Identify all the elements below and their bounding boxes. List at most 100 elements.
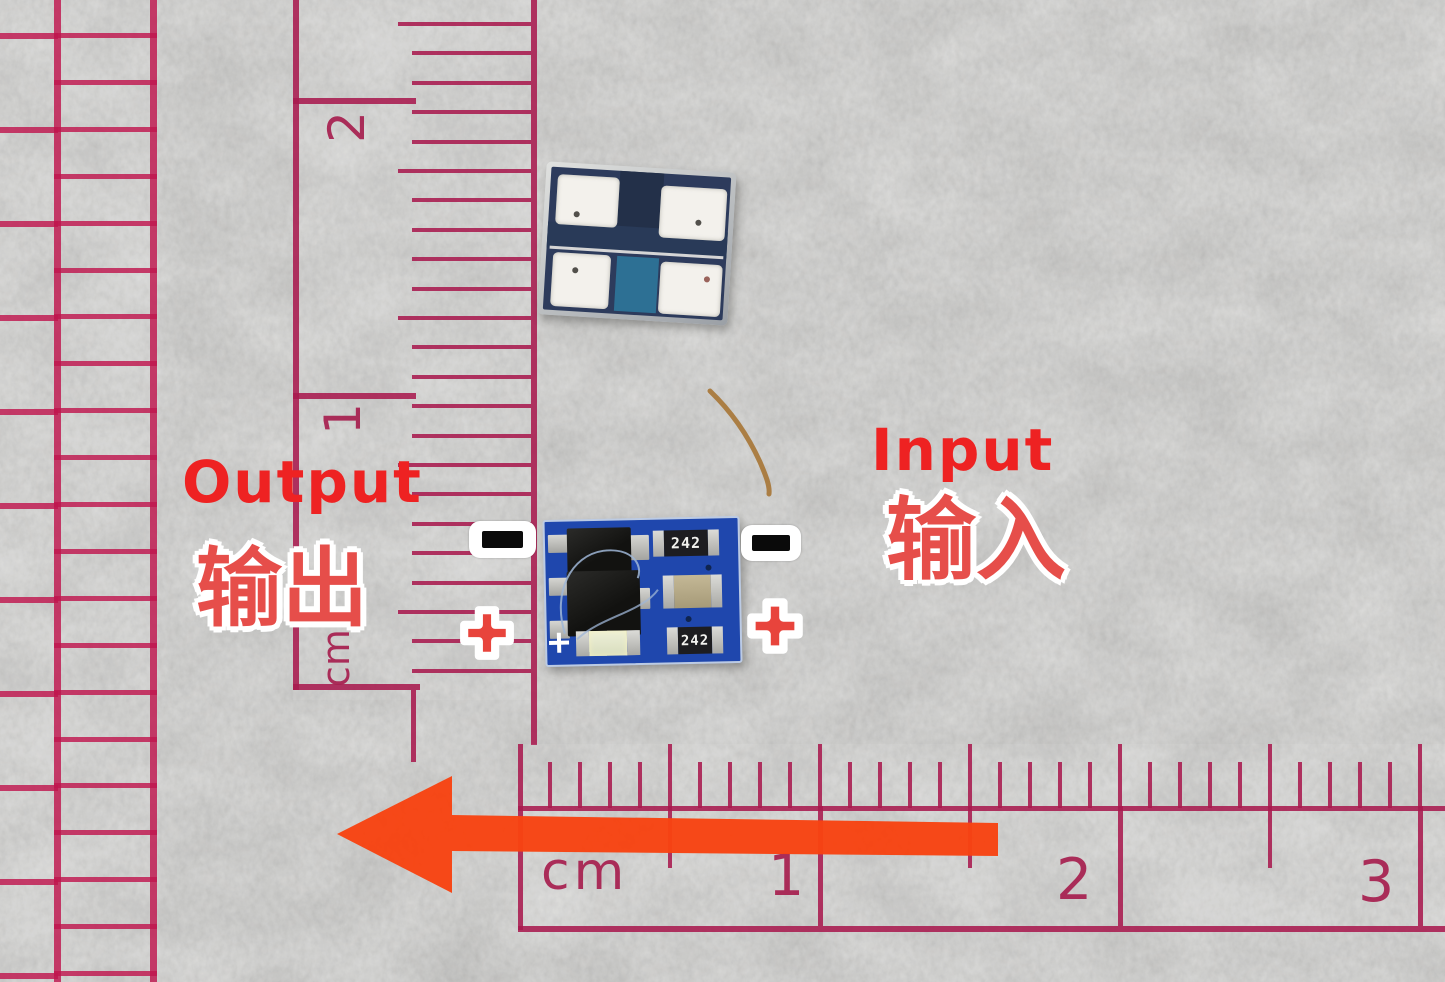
mm-tick (412, 404, 531, 408)
ruler-tick (0, 597, 58, 603)
mm-tick (412, 345, 531, 349)
ruler-tick (54, 737, 157, 742)
input-minus-symbol (741, 525, 801, 561)
mm-tick (1028, 762, 1032, 808)
mm-tick (412, 287, 531, 291)
output-minus-symbol (469, 521, 536, 558)
mm-tick (412, 581, 531, 585)
mm-tick (968, 744, 972, 808)
ruler-tick (0, 879, 58, 885)
mm-tick (1298, 762, 1302, 808)
mm-tick (1358, 762, 1362, 808)
pad-pinhole (572, 267, 579, 274)
input-label-en: Input (871, 416, 1055, 484)
mm-tick (412, 434, 531, 438)
ruler-tick (54, 455, 157, 460)
ruler-tick (0, 973, 58, 979)
mm-tick (788, 762, 792, 808)
mm-tick (412, 375, 531, 379)
ruler-tick (54, 174, 157, 179)
mm-tick (412, 198, 531, 202)
ruler-tick (54, 596, 157, 601)
ruler-tick (54, 80, 157, 85)
mm-tick (398, 316, 531, 320)
left-grid-ruler (0, 0, 160, 982)
solder-pad (550, 251, 612, 310)
bottom-ruler-number-1: 1 (768, 843, 805, 909)
mm-tick (698, 762, 702, 808)
ruler-tick (54, 783, 157, 788)
mm-tick (1118, 744, 1122, 808)
mm-tick (398, 463, 531, 467)
ruler-tick (0, 221, 58, 227)
mm-tick (1388, 762, 1392, 808)
ruler-tick (54, 221, 157, 226)
ruler-tick (54, 924, 157, 929)
input-plus-symbol (747, 598, 803, 654)
ruler-tick (54, 33, 157, 38)
mm-tick (1148, 762, 1152, 808)
mm-tick (1058, 762, 1062, 808)
solder-pad (658, 185, 728, 242)
ruler-tick (0, 503, 58, 509)
ruler-tick (0, 33, 58, 39)
vertical-ruler: 2 1 cm (0, 0, 560, 982)
mm-tick (412, 228, 531, 232)
ruler-tick (0, 315, 58, 321)
mm-tick (908, 762, 912, 808)
mm-tick (412, 140, 531, 144)
mm-tick (608, 762, 612, 808)
mm-tick (998, 762, 1002, 808)
ruler-end-line (293, 684, 420, 690)
ruler-rail (293, 0, 299, 690)
mm-tick (412, 492, 531, 496)
output-plus-symbol (460, 606, 514, 660)
mm-tick (398, 169, 531, 173)
cm-mark-line (1418, 806, 1423, 926)
bottom-ruler-number-2: 2 (1056, 847, 1093, 913)
cm-mark-line (293, 393, 416, 399)
mm-tick (668, 744, 672, 808)
mm-tick (1238, 762, 1242, 808)
mm-tick (1328, 762, 1332, 808)
cm-mark-line (293, 98, 416, 104)
bond-wires (559, 549, 659, 641)
ruler-tick (54, 971, 157, 976)
ruler-rail (150, 0, 157, 982)
mm-tick (728, 762, 732, 808)
ruler-rail (531, 0, 537, 745)
ruler-tick (54, 690, 157, 695)
ruler-rail (54, 0, 61, 982)
solder-pad (657, 261, 723, 318)
mm-tick (758, 762, 762, 808)
ruler-tick (54, 268, 157, 273)
ruler-tick (0, 785, 58, 791)
input-label-zh: 输入 (886, 488, 1066, 593)
bottom-pcb-module: 242 242 (542, 515, 743, 668)
cm-mark-line (1118, 806, 1123, 926)
pad-pinhole (573, 211, 580, 218)
bottom-ruler-number-3: 3 (1358, 849, 1395, 915)
ruler-tick (0, 409, 58, 415)
pad-pinhole (695, 219, 702, 226)
ruler-tick (54, 643, 157, 648)
bottom-ruler-unit-label: cm (541, 842, 629, 902)
solder-pad (555, 174, 620, 228)
mm-tick (398, 610, 531, 614)
ruler-tick (54, 314, 157, 319)
ruler-tick (54, 361, 157, 366)
mm-tick (412, 51, 531, 55)
ruler-tick (0, 691, 58, 697)
mm-tick (1268, 744, 1272, 808)
ruler-tick (0, 127, 58, 133)
output-label-en: Output (182, 448, 423, 516)
teal-thermal-pad (613, 255, 660, 314)
output-label-zh: 输出 (196, 539, 368, 639)
pad-pinhole (703, 276, 711, 283)
mm-tick (1208, 762, 1212, 808)
mm-tick (412, 669, 531, 673)
top-pcb-module (537, 161, 737, 326)
ruler-tick (54, 549, 157, 554)
mm-tick (412, 81, 531, 85)
